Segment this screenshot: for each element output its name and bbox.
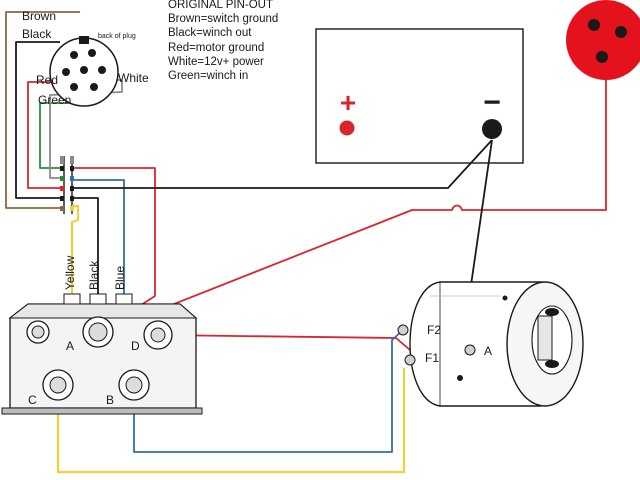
plug-label-white: White — [118, 71, 149, 85]
black-motor-ground-wire — [469, 139, 493, 293]
battery: + − — [315, 28, 524, 164]
yellow-motor-wire — [56, 368, 406, 474]
black-plug-wire — [15, 41, 64, 199]
plug-caption: back of plug — [98, 33, 136, 40]
yellow-harness-wire — [70, 204, 80, 294]
terminal-label-c: C — [28, 393, 37, 407]
brown-wire — [5, 11, 80, 209]
plug-label-green: Green — [38, 93, 71, 107]
socket-pin-1 — [588, 19, 600, 31]
plug-label-brown: Brown — [22, 9, 56, 23]
black-ground-wire — [72, 139, 493, 189]
solenoid-base — [1, 407, 203, 415]
plug-key — [79, 36, 89, 44]
red-main-wire — [97, 80, 607, 335]
battery-positive-terminal — [339, 120, 355, 136]
connector-block — [60, 156, 74, 211]
wires — [5, 11, 607, 474]
red-plug-wire — [27, 81, 64, 189]
solenoid: A D C B Yellow Black Blue — [1, 255, 203, 415]
motor-label-a: A — [484, 344, 492, 358]
green-plug-wire — [39, 102, 80, 169]
remote-socket — [566, 0, 640, 80]
wire-label-yellow: Yellow — [63, 255, 77, 290]
pinout-line-red: Red=motor ground — [168, 41, 265, 54]
plug-label-red: Red — [36, 73, 58, 87]
battery-positive-symbol: + — [340, 87, 356, 118]
terminal-label-a: A — [66, 339, 74, 353]
battery-case — [315, 28, 524, 164]
blue-motor-wire — [133, 329, 404, 453]
motor-terminal-a — [464, 344, 476, 356]
socket-pin-2 — [615, 26, 627, 38]
black-tab — [89, 293, 107, 305]
motor-terminal-f2 — [397, 324, 409, 336]
pinout-line-brown: Brown=switch ground — [168, 13, 279, 26]
wire-label-black: Black — [87, 260, 101, 290]
plug-connector: back of plug Brown Black Red White Green — [22, 9, 149, 107]
terminal-label-d: D — [131, 339, 140, 353]
pinout-legend: ORIGINAL PIN-OUT Brown=switch ground Bla… — [168, 0, 318, 83]
battery-negative-symbol: − — [483, 86, 501, 119]
pinout-line-white: White=12v+ power — [168, 55, 264, 68]
blue-tab — [115, 293, 133, 305]
black-harness-wire — [72, 197, 99, 294]
motor-terminal-f1 — [404, 354, 416, 366]
motor-label-f1: F1 — [425, 351, 439, 365]
yellow-tab — [63, 293, 81, 305]
motor-label-f2: F2 — [427, 323, 441, 337]
wire-label-blue: Blue — [113, 266, 127, 290]
plug-label-black: Black — [22, 27, 52, 41]
blue-harness-wire — [72, 179, 125, 294]
socket-body — [566, 0, 640, 80]
winch-motor: F2 F1 A — [397, 281, 584, 407]
terminal-label-b: B — [106, 393, 114, 407]
socket-pin-3 — [596, 51, 608, 63]
battery-negative-terminal — [482, 119, 502, 139]
pinout-title: ORIGINAL PIN-OUT — [168, 0, 273, 11]
pinout-line-black: Black=winch out — [168, 27, 252, 40]
pinout-line-green: Green=winch in — [168, 70, 249, 83]
